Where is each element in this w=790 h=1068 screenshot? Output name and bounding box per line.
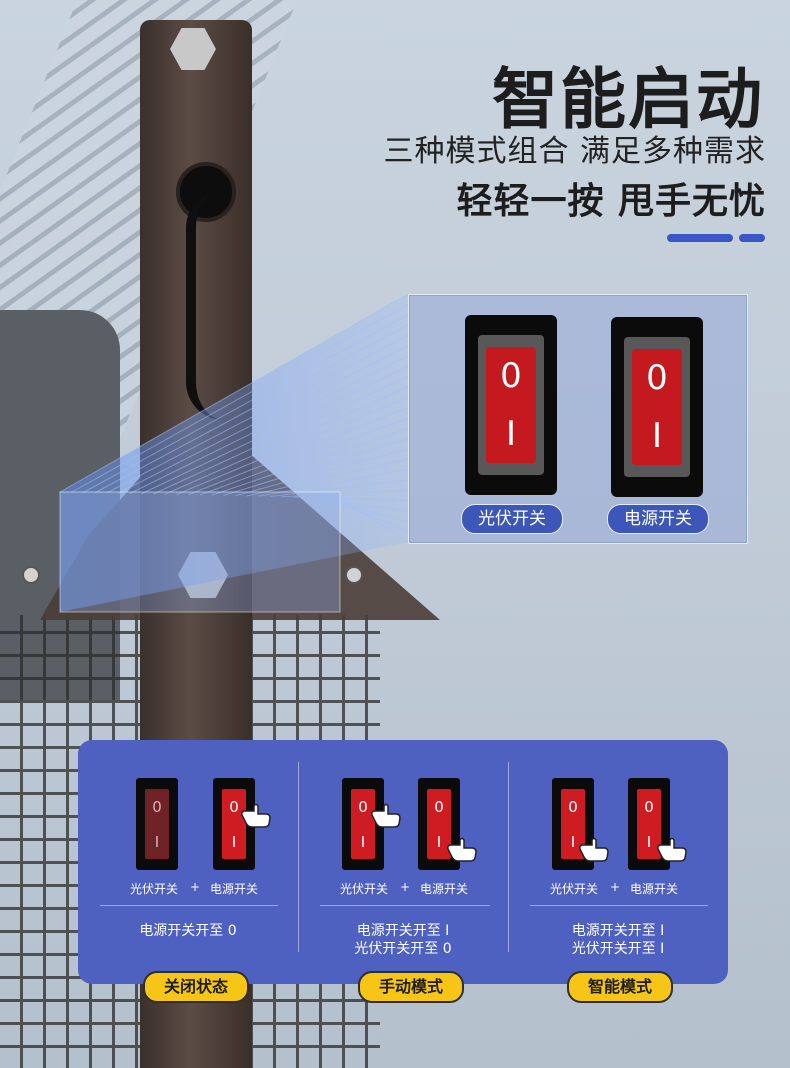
rocker-switch-icon: 0 I (632, 349, 682, 465)
off-mark: 0 (646, 358, 668, 398)
rocker-switch-icon: 0 I (145, 789, 169, 859)
off-mark: 0 (229, 797, 239, 816)
screw-icon (22, 566, 40, 584)
pv-switch-label: 光伏开关 (130, 882, 179, 896)
note-line: 光伏开关开至 I (571, 941, 665, 957)
off-mark: 0 (434, 797, 444, 816)
mode-note: 电源开关开至 I 光伏开关开至 I (508, 922, 728, 958)
mode-badge-manual[interactable]: 手动模式 (358, 971, 464, 1003)
hand-pointer-icon (241, 803, 271, 828)
screw-icon (345, 566, 363, 584)
power-cable (186, 190, 224, 420)
separator (100, 905, 278, 906)
on-mark: I (360, 832, 366, 851)
hand-pointer-icon (579, 837, 609, 862)
on-mark: I (436, 832, 442, 851)
hex-bolt-icon (170, 28, 216, 70)
on-mark: I (651, 416, 663, 456)
on-mark: I (505, 414, 517, 454)
rocker-switch-icon: 0 I (427, 789, 451, 859)
off-mark: 0 (568, 797, 578, 816)
modes-panel: 0 I 0 I 光伏开关 + 电源开关 电源开关开至 0 (78, 740, 728, 984)
power-rocker-switch[interactable]: 0 I (611, 317, 703, 497)
hand-pointer-icon (447, 837, 477, 862)
hand-pointer-icon (371, 803, 401, 828)
plus-sign: + (190, 880, 201, 894)
separator (530, 905, 708, 906)
power-switch-label: 电源开关 (210, 882, 259, 896)
on-mark: I (570, 832, 576, 851)
off-mark: 0 (644, 797, 654, 816)
note-line: 电源开关开至 I (356, 923, 450, 939)
page-subtitle: 三种模式组合 满足多种需求 (383, 134, 766, 169)
mode-manual: 0 I 0 I 光伏开关 + 电源开关 电源开关开至 I (298, 740, 508, 984)
hand-pointer-icon (657, 837, 687, 862)
plus-sign: + (400, 880, 411, 894)
accent-bar (739, 234, 765, 242)
on-mark: I (154, 832, 160, 851)
pv-switch-label: 光伏开关 (461, 504, 563, 534)
rocker-switch-icon: 0 I (222, 789, 246, 859)
accent-bar (667, 234, 733, 242)
divider (298, 762, 299, 952)
switch-zoom-panel: 0 I 0 I 光伏开关 电源开关 (408, 294, 748, 544)
power-switch-label: 电源开关 (607, 504, 709, 534)
switch-bezel: 0 I (478, 335, 544, 475)
power-switch-label: 电源开关 (420, 882, 469, 896)
note-line: 光伏开关开至 0 (354, 941, 452, 957)
rocker-switch-icon: 0 I (637, 789, 661, 859)
mode-note: 电源开关开至 I 光伏开关开至 0 (298, 922, 508, 958)
pv-switch: 0 I (136, 778, 178, 870)
pv-switch-label: 光伏开关 (340, 882, 389, 896)
mode-note: 电源开关开至 0 (78, 922, 298, 940)
on-mark: I (231, 832, 237, 851)
separator (320, 905, 490, 906)
power-switch-label: 电源开关 (630, 882, 679, 896)
mode-smart: 0 I 0 I 光伏开关 + 电源开关 电源开关开至 I (508, 740, 728, 984)
note-line: 电源开关开至 0 (139, 923, 237, 939)
off-mark: 0 (358, 797, 368, 816)
mode-off: 0 I 0 I 光伏开关 + 电源开关 电源开关开至 0 (78, 740, 298, 984)
page-title: 智能启动 (492, 61, 764, 138)
mode-badge-smart[interactable]: 智能模式 (567, 971, 673, 1003)
on-mark: I (646, 832, 652, 851)
off-mark: 0 (152, 797, 162, 816)
divider (508, 762, 509, 952)
plus-sign: + (610, 880, 621, 894)
page-tagline: 轻轻一按 甩手无忧 (456, 181, 766, 222)
rocker-switch-icon: 0 I (351, 789, 375, 859)
rocker-switch-icon: 0 I (486, 347, 536, 463)
note-line: 电源开关开至 I (571, 923, 665, 939)
pv-rocker-switch[interactable]: 0 I (465, 315, 557, 495)
pv-switch-label: 光伏开关 (550, 882, 599, 896)
off-mark: 0 (500, 356, 522, 396)
mode-badge-off[interactable]: 关闭状态 (143, 971, 249, 1003)
switch-bezel: 0 I (624, 337, 690, 477)
power-switch: 0 I (628, 778, 670, 870)
